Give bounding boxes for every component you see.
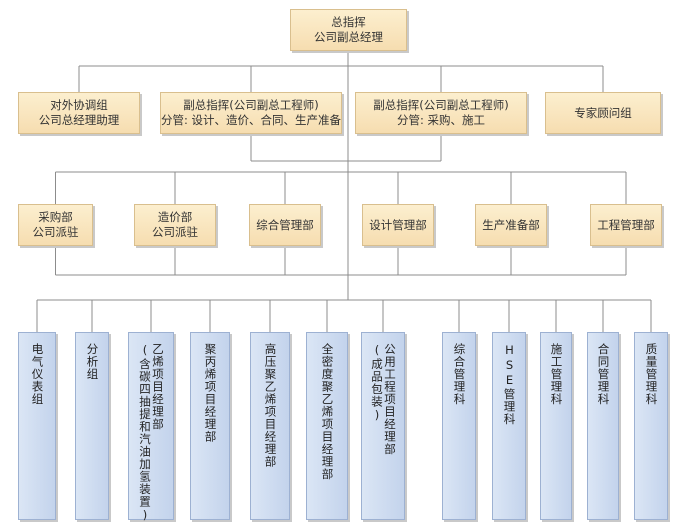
vertical-label: 聚丙烯项目经理部 [203,343,218,443]
engineering-management-dept-box: 工程管理部 [590,204,662,246]
general-management-section-box: 综合管理科 [442,332,476,520]
cost-dept-box: 造价部公司派驻 [134,204,216,246]
vertical-label: 合同管理科 [596,343,611,406]
contract-management-section-box: 合同管理科 [587,332,619,520]
box-line-1: 综合管理部 [256,217,314,232]
vertical-label: 综合管理科 [452,343,467,406]
box-line-1: 副总指挥(公司副总工程师) [183,98,319,112]
vertical-label: 电气仪表组 [30,343,45,406]
box-line-1: 对外协调组 [50,98,108,112]
vertical-label: (成品包装) [370,343,384,423]
vertical-label: 乙烯项目经理部 [151,343,165,431]
procurement-dept-box: 采购部公司派驻 [18,204,93,246]
box-line-2: 公司总经理助理 [38,113,120,127]
box-line-2: 公司派驻 [32,225,79,239]
box-line-1: 采购部 [38,210,73,224]
vertical-label: 全密度聚乙烯项目经理部 [320,343,335,481]
electrical-instrument-group-box: 电气仪表组 [18,332,56,520]
box-line-1: 生产准备部 [482,217,540,232]
utility-project-dept-box: (成品包装)公用工程项目经理部 [361,332,405,520]
box-line-2: 分管: 采购、施工 [396,113,486,127]
box-line-1: 造价部 [157,210,193,224]
analysis-group-box: 分析组 [75,332,109,520]
vertical-label: 高压聚乙烯项目经理部 [263,343,278,468]
polypropylene-project-dept-box: 聚丙烯项目经理部 [190,332,230,520]
general-management-dept-box: 综合管理部 [249,204,321,246]
construction-management-section-box: 施工管理科 [540,332,572,520]
production-preparation-dept-box: 生产准备部 [475,204,547,246]
commander-box: 总指挥 公司副总经理 [290,9,407,51]
box-line-1: 专家顾问组 [574,105,632,120]
vertical-label: 质量管理科 [644,343,659,406]
external-coordination-group-box: 对外协调组公司总经理助理 [18,92,140,134]
box-line-2: 分管: 设计、造价、合同、生产准备 [160,113,342,127]
ethylene-project-dept-box: (含碳四抽提和汽油加氢装置)乙烯项目经理部 [128,332,174,523]
vertical-label: 分析组 [85,343,100,381]
deputy-commander-procurement-box: 副总指挥(公司副总工程师)分管: 采购、施工 [355,92,527,134]
vertical-label: 施工管理科 [549,343,564,406]
design-management-dept-box: 设计管理部 [362,204,434,246]
deputy-commander-design-box: 副总指挥(公司副总工程师)分管: 设计、造价、合同、生产准备 [160,92,342,134]
vertical-label: 公用工程项目经理部 [383,343,397,456]
hse-management-section-box: HSE管理科 [492,332,526,520]
box-line-1: 设计管理部 [369,217,427,232]
commander-subtitle: 公司副总经理 [314,30,383,44]
box-line-1: 工程管理部 [597,217,655,232]
vertical-label: (含碳四抽提和汽油加氢装置) [138,343,152,523]
box-line-2: 公司派驻 [152,225,198,239]
quality-management-section-box: 质量管理科 [634,332,668,520]
fdpe-project-dept-box: 全密度聚乙烯项目经理部 [306,332,348,520]
expert-advisory-group-box: 专家顾问组 [545,92,661,134]
hdpe-project-dept-box: 高压聚乙烯项目经理部 [250,332,290,520]
vertical-label: HSE管理科 [502,343,517,426]
commander-title: 总指挥 [331,15,366,29]
box-line-1: 副总指挥(公司副总工程师) [373,98,509,112]
